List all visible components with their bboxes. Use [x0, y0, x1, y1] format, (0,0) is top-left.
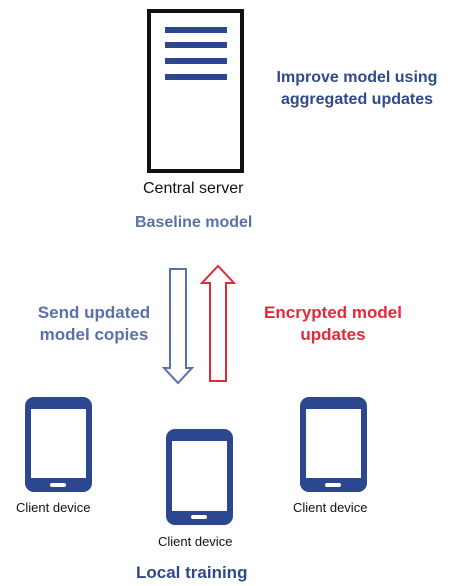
baseline-model-label: Baseline model — [135, 214, 253, 231]
server-improve-note: Improve model using aggregated updates — [276, 69, 438, 108]
encrypted-updates-label: Encrypted model updates — [264, 303, 402, 344]
phone-icon-left — [25, 397, 92, 492]
send-updates-label: Send updated model copies — [37, 303, 151, 344]
phone-icon-right — [300, 397, 367, 492]
client-device-label-right: Client device — [293, 500, 368, 515]
client-device-label-left: Client device — [16, 500, 91, 515]
down-arrow-icon — [161, 268, 195, 385]
server-label: Central server — [143, 180, 244, 197]
local-training-label: Local training — [136, 563, 248, 582]
up-arrow-icon — [199, 264, 237, 382]
phone-icon-middle — [166, 429, 233, 525]
client-device-label-middle: Client device — [158, 534, 233, 549]
server-icon — [147, 9, 244, 173]
